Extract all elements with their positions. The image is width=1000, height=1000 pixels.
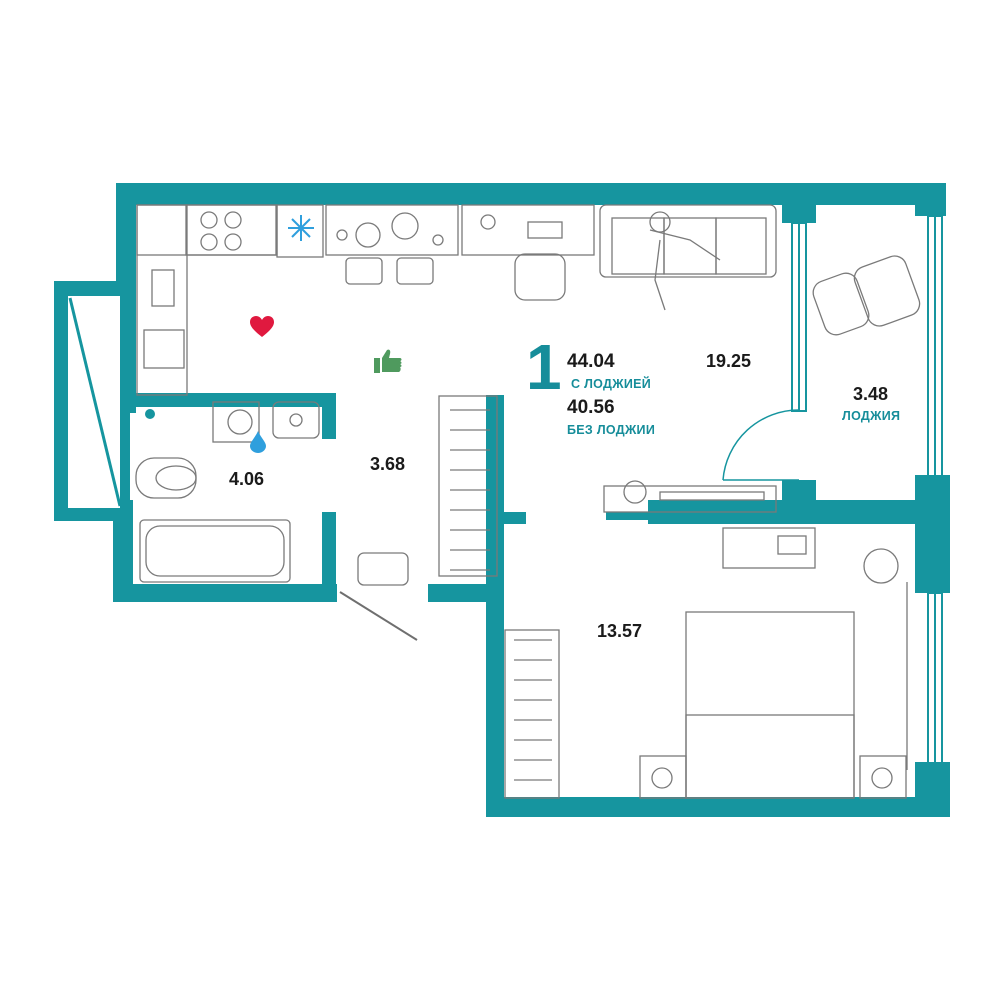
wall-bath-bottom [113, 584, 337, 602]
rooms-count: 1 [526, 331, 562, 403]
furniture [135, 204, 921, 799]
thumbs-up-icon [374, 349, 402, 373]
wall-wardrobe [486, 395, 504, 815]
wall-loggia-top [782, 183, 816, 223]
area-bathroom: 4.06 [229, 469, 265, 489]
area-kitchen-living: 19.25 [706, 351, 752, 371]
total-without-loggia: 40.56 [567, 397, 615, 418]
area-loggia: 3.48 [853, 384, 889, 404]
loggia-caption: ЛОДЖИЯ [842, 409, 901, 423]
water-drop-icon [250, 431, 266, 453]
fan-dot [145, 409, 155, 419]
wall-bath-top [116, 393, 336, 407]
wall-stub [486, 512, 526, 524]
windows [791, 215, 943, 764]
snowflake-icon [288, 215, 314, 241]
total-with-loggia: 44.04 [567, 351, 615, 372]
wall-left-lower [113, 500, 133, 602]
wall-loggia-bottom [782, 480, 816, 502]
area-hallway: 3.68 [370, 454, 406, 474]
walls [113, 183, 950, 817]
wall-right-low [915, 762, 950, 817]
wall-bath-right-bottom [322, 512, 336, 602]
wall-partition-left [606, 512, 660, 520]
total-without-loggia-caption: БЕЗ ЛОДЖИИ [567, 423, 656, 437]
heart-icon [250, 316, 274, 337]
area-bedroom: 13.57 [597, 621, 643, 641]
wall-top [116, 183, 946, 205]
total-with-loggia-caption: С ЛОДЖИЕЙ [571, 377, 652, 391]
wall-bottom [486, 797, 938, 817]
wall-bath-right-top [322, 393, 336, 439]
wardrobe-hangers [450, 409, 552, 781]
wall-hall-bottom [428, 584, 504, 602]
entrance-door [339, 591, 418, 641]
wall-right-top [915, 183, 946, 216]
left-balcony [54, 281, 130, 521]
doors [722, 409, 800, 481]
wall-right-bottom [915, 475, 950, 593]
